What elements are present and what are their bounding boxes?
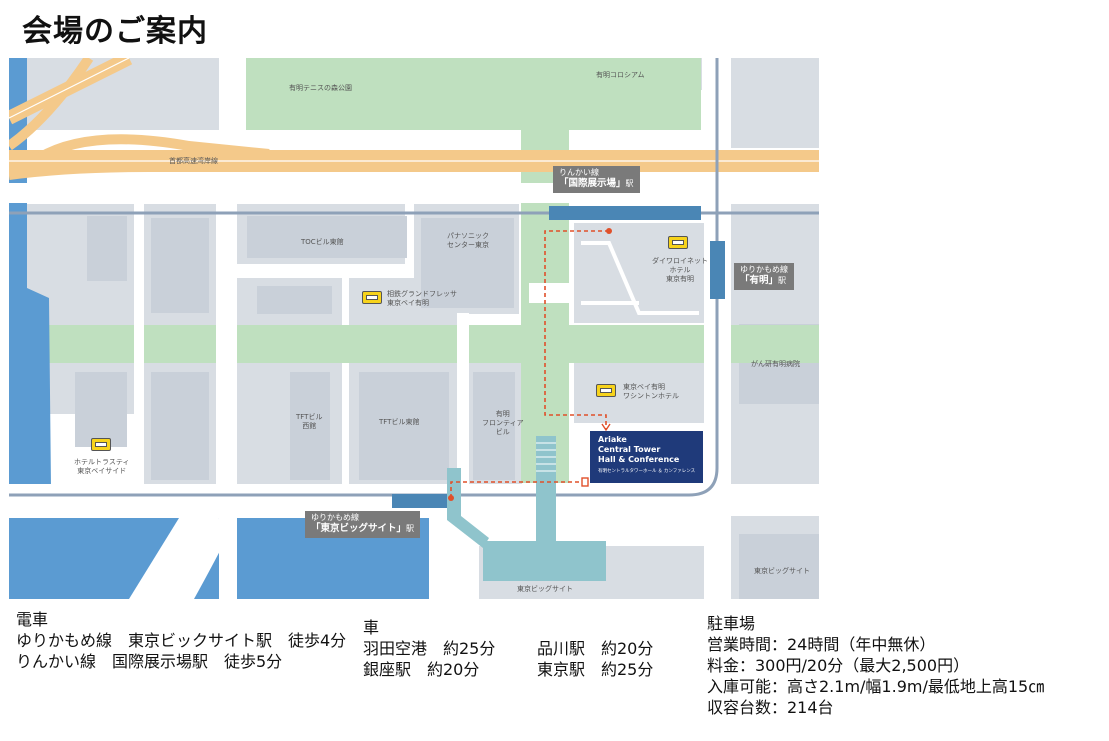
station-name: 「東京ビッグサイト」 xyxy=(311,523,407,535)
parking-info: 駐車場 営業時間：24時間（年中無休） 料金：300円/20分（最大2,500円… xyxy=(707,613,1044,718)
label-big-sight-south: 東京ビッグサイト xyxy=(517,585,573,593)
label-tennis-park: 有明テニスの森公園 xyxy=(289,84,352,92)
walking-route xyxy=(450,230,609,498)
route-start xyxy=(606,228,612,234)
station-line: ゆりかもめ線 xyxy=(311,513,359,522)
car-info: 車 羽田空港 約25分 銀座駅 約20分 xyxy=(363,617,495,680)
parking-heading: 駐車場 xyxy=(707,614,756,633)
venue-name-line-1: Ariake xyxy=(598,435,627,444)
route-arrows xyxy=(581,423,611,487)
bigsight-station-bar xyxy=(392,494,447,508)
hotel-icon xyxy=(91,438,111,451)
car-left-2: 銀座駅 約20分 xyxy=(363,660,480,679)
station-line: ゆりかもめ線 xyxy=(740,265,788,274)
route-start-bigsight xyxy=(448,495,454,501)
roads xyxy=(9,58,819,599)
label-hotel-daiwa: ダイワロイネット ホテル 東京有明 xyxy=(652,257,708,283)
station-name: 「有明」 xyxy=(740,275,779,287)
label-hotel-washington: 東京ベイ有明 ワシントンホテル xyxy=(623,383,679,400)
label-big-sight-east: 東京ビッグサイト xyxy=(754,567,810,575)
map-graphics xyxy=(9,58,819,599)
station-label-ariake: ゆりかもめ線 「有明」駅 xyxy=(734,263,794,290)
station-suffix: 駅 xyxy=(778,276,787,286)
label-panasonic: パナソニック センター東京 xyxy=(447,232,489,249)
page-title: 会場のご案内 xyxy=(22,14,208,49)
venue-name-line-3: Hall & Conference xyxy=(598,455,680,464)
train-heading: 電車 xyxy=(16,610,49,629)
label-tft-west: TFTビル 西館 xyxy=(296,413,323,430)
venue-subtitle: 有明セントラルタワーホール ＆ カンファレンス xyxy=(598,469,696,474)
label-toc-east: TOCビル東館 xyxy=(301,238,344,246)
label-cancer-hospital: がん研有明病院 xyxy=(751,360,800,368)
station-suffix: 駅 xyxy=(625,179,634,189)
hotel-icon xyxy=(596,384,616,397)
label-expressway: 首都高速湾岸線 xyxy=(169,157,218,165)
parking-fee: 料金：300円/20分（最大2,500円） xyxy=(707,656,970,675)
car-left-1: 羽田空港 約25分 xyxy=(363,639,496,658)
parking-capacity: 収容台数：214台 xyxy=(707,698,834,717)
train-line-2: りんかい線 国際展示場駅 徒歩5分 xyxy=(16,652,283,671)
hotel-icon xyxy=(362,291,382,304)
promenade xyxy=(447,436,606,581)
station-name: 「国際展示場」 xyxy=(559,178,626,190)
parking-hours: 営業時間：24時間（年中無休） xyxy=(707,635,936,654)
car-info-right: 品川駅 約20分 東京駅 約25分 xyxy=(537,638,653,680)
expressway-lanes xyxy=(9,58,819,162)
station-label-bigsight: ゆりかもめ線 「東京ビッグサイト」駅 xyxy=(305,511,421,538)
train-line-1: ゆりかもめ線 東京ビックサイト駅 徒歩4分 xyxy=(16,631,347,650)
label-hotel-sotetsu: 相鉄グランドフレッサ 東京ベイ有明 xyxy=(387,290,457,307)
promenade-steps xyxy=(536,442,556,472)
car-heading: 車 xyxy=(363,618,380,637)
train-info: 電車 ゆりかもめ線 東京ビックサイト駅 徒歩4分 りんかい線 国際展示場駅 徒歩… xyxy=(16,609,346,672)
parking-size-limit: 入庫可能：高さ2.1m/幅1.9m/最低地上高15㎝ xyxy=(707,677,1045,696)
rinkai-station-bar xyxy=(549,206,701,220)
ariake-station-bar xyxy=(710,241,725,299)
station-suffix: 駅 xyxy=(406,524,415,534)
curved-road xyxy=(169,518,237,599)
car-right-2: 東京駅 約25分 xyxy=(537,660,654,679)
station-label-rinkai: りんかい線 「国際展示場」駅 xyxy=(553,166,640,193)
hotel-icon xyxy=(668,236,688,249)
venue-marker: Ariake Central Tower Hall & Conference 有… xyxy=(590,431,703,483)
label-colosseum: 有明コロシアム xyxy=(596,71,645,79)
car-right-1: 品川駅 約20分 xyxy=(537,639,654,658)
label-frontier: 有明 フロンティア ビル xyxy=(482,410,524,436)
label-hotel-trusty: ホテルトラスティ 東京ベイサイド xyxy=(74,458,130,475)
driveway xyxy=(581,241,699,315)
venue-map: 有明テニスの森公園 有明コロシアム 首都高速湾岸線 TOCビル東館 パナソニック… xyxy=(9,58,819,599)
venue-name-line-2: Central Tower xyxy=(598,445,661,454)
station-line: りんかい線 xyxy=(559,168,599,177)
label-tft-east: TFTビル東館 xyxy=(379,418,420,426)
